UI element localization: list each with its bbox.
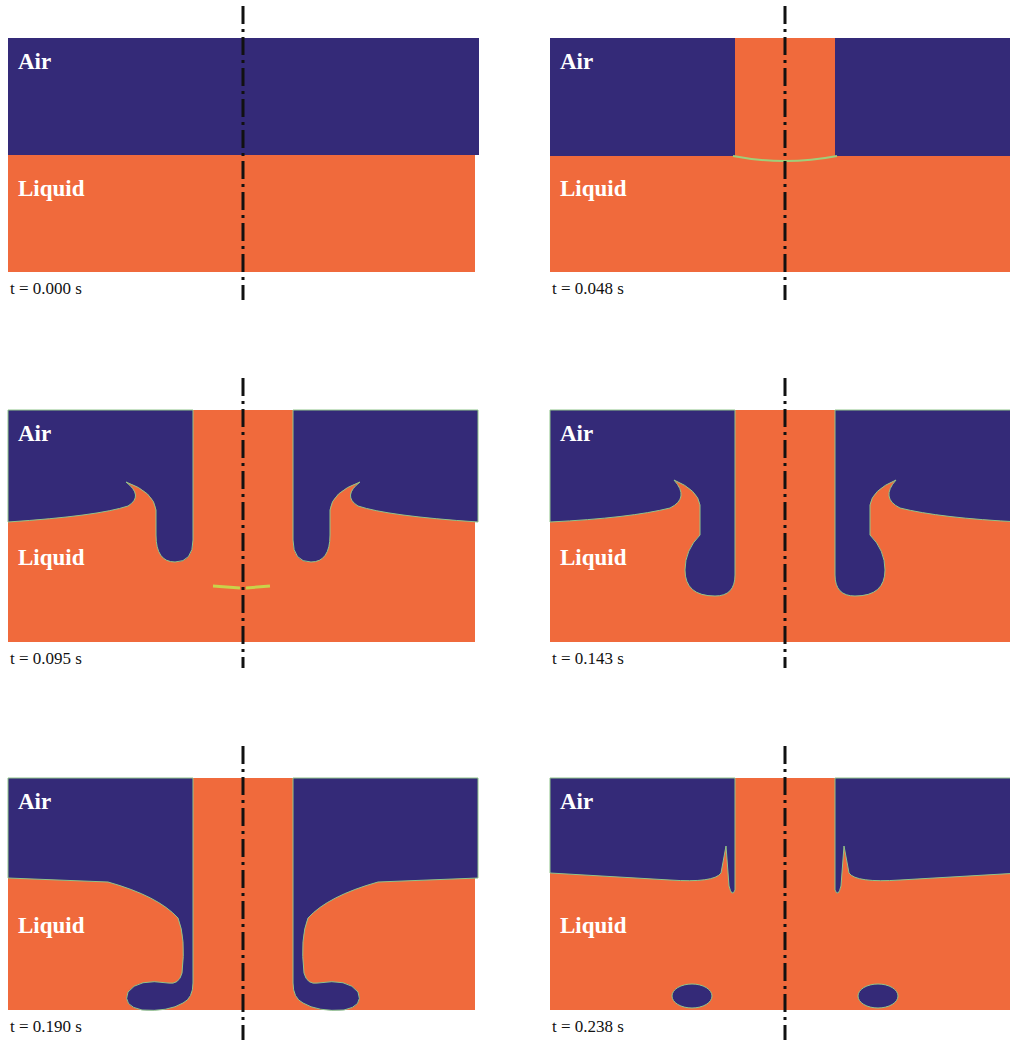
time-stamp: t = 0.095 s (10, 650, 82, 667)
phase-label: Air (18, 50, 51, 73)
phase-label: Liquid (18, 546, 85, 569)
phase-label: Air (560, 50, 593, 73)
phase-label: Liquid (18, 914, 85, 937)
time-stamp: t = 0.238 s (552, 1018, 624, 1035)
phase-label: Air (560, 790, 593, 813)
time-stamp: t = 0.000 s (10, 280, 82, 297)
frame-panel (550, 778, 1010, 1010)
phase-label: Liquid (560, 914, 627, 937)
phase-label: Liquid (18, 177, 85, 200)
phase-label: Liquid (560, 546, 627, 569)
time-stamp: t = 0.048 s (552, 280, 624, 297)
phase-label: Air (18, 790, 51, 813)
time-stamp: t = 0.143 s (552, 650, 624, 667)
phase-label: Air (18, 422, 51, 445)
symmetry-axis (243, 6, 785, 1040)
phase-label: Liquid (560, 177, 627, 200)
frame-panel (550, 410, 1010, 642)
phase-label: Air (560, 422, 593, 445)
frame-panel (550, 38, 1010, 272)
time-stamp: t = 0.190 s (10, 1018, 82, 1035)
